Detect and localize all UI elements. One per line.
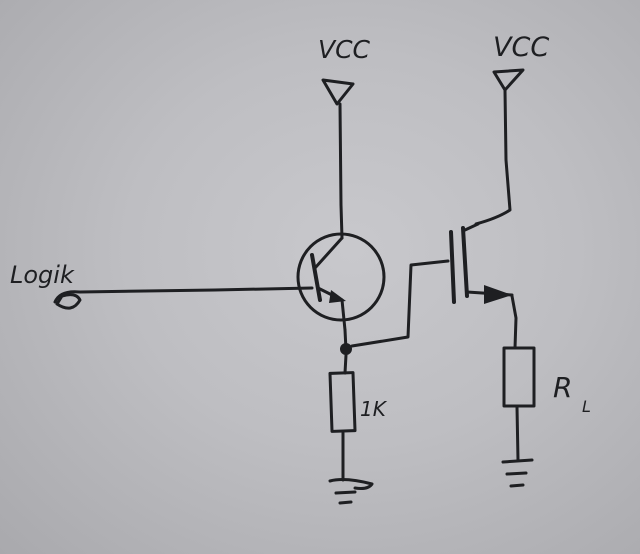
vcc-symbol-right xyxy=(492,68,525,92)
npn-transistor xyxy=(296,232,386,332)
input-label: Logik xyxy=(10,261,75,289)
emitter-resistor xyxy=(328,371,357,433)
transistor-collector xyxy=(313,236,344,270)
vcc-label-left: VCC xyxy=(318,35,371,64)
ground-symbol-left xyxy=(328,478,374,505)
mosfet-gate-plate xyxy=(449,230,456,304)
vcc-symbol-left xyxy=(321,78,355,106)
load-resistor-label-subscript: L xyxy=(582,397,591,416)
vcc-label-right: VCC xyxy=(493,32,549,63)
wire-vcc-left-to-collector xyxy=(338,102,344,240)
mosfet-channel xyxy=(461,226,469,298)
load-resistor-label: R xyxy=(553,371,572,404)
load-resistor xyxy=(502,346,536,408)
source-arrow-icon xyxy=(484,285,512,304)
emitter-resistor-label: 1K xyxy=(360,397,388,421)
emitter-arrow-icon xyxy=(329,290,346,303)
mosfet-drain xyxy=(463,222,480,232)
mosfet-transistor xyxy=(449,222,514,304)
wire-emitter-to-gate xyxy=(350,259,450,348)
ground-symbol-right xyxy=(501,458,534,488)
transistor-base-bar xyxy=(310,253,322,302)
junction-dot xyxy=(340,343,352,355)
wire-source-to-load xyxy=(510,294,518,350)
wire-vcc-right-to-drain xyxy=(474,88,512,226)
transistor-body xyxy=(296,232,386,322)
wire-node-to-resistor xyxy=(343,353,348,375)
input-terminal xyxy=(55,293,82,310)
wire-load-to-ground xyxy=(515,405,520,462)
wire-input-to-base xyxy=(53,286,314,304)
